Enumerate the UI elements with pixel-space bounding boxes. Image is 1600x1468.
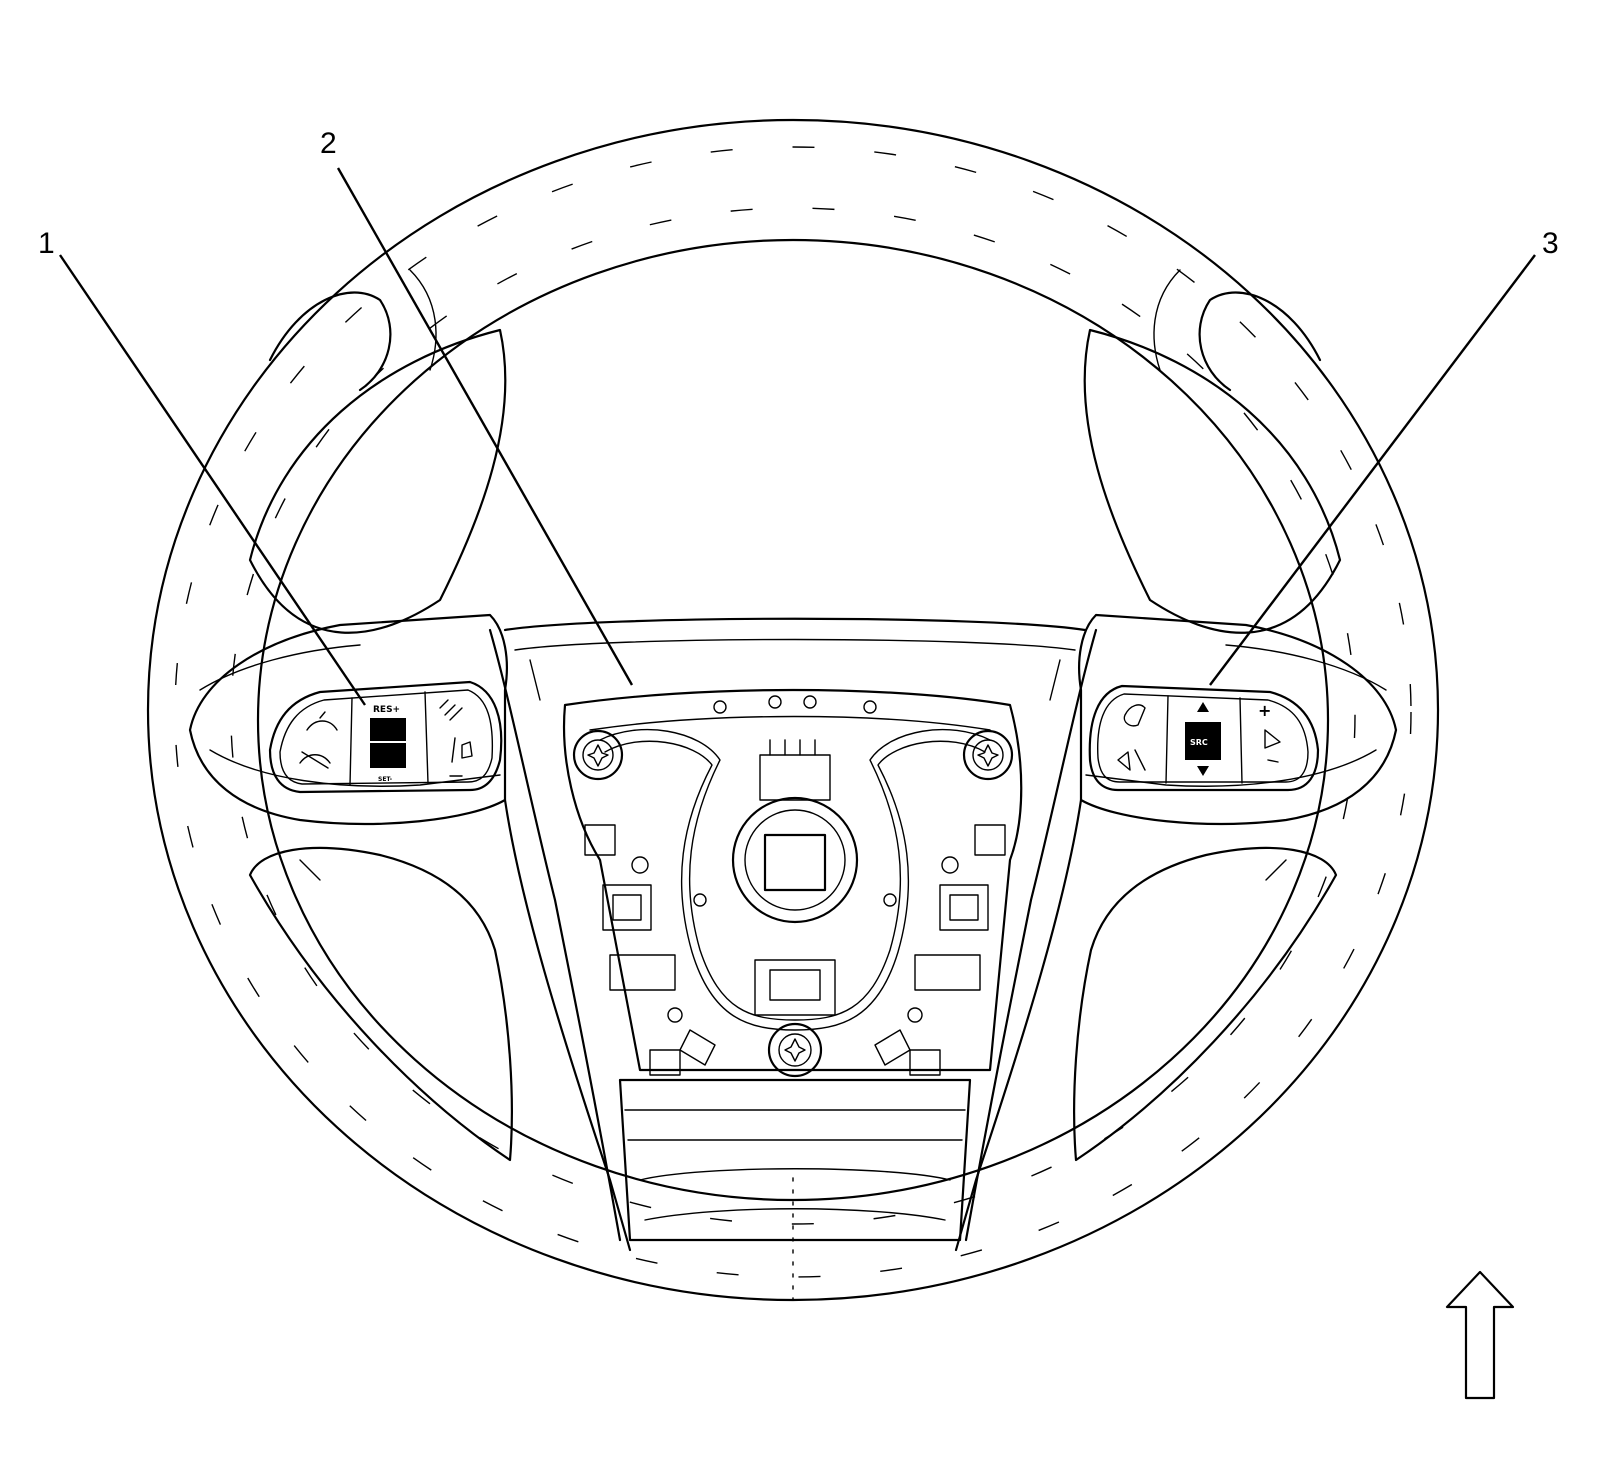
phone-icon (1123, 704, 1146, 727)
top-center-trim (503, 617, 1087, 701)
callout-2: 2 (320, 127, 337, 160)
svg-text:+: + (1258, 701, 1271, 720)
left-steering-wheel-control-switch[interactable]: RES+ SET- (268, 680, 503, 794)
lower-center-housing (618, 1078, 972, 1242)
leader-line-3 (1209, 254, 1536, 686)
left-spoke (188, 613, 632, 1252)
steering-wheel-rim (146, 118, 1440, 1302)
right-steering-wheel-control-switch[interactable]: SRC + (1088, 684, 1320, 792)
source-button-icon (1185, 722, 1221, 760)
callout-1: 1 (38, 227, 55, 260)
callout-3: 3 (1542, 227, 1559, 260)
upper-spoke-openings (248, 328, 1342, 634)
cruise-cancel-icon (299, 751, 331, 769)
right-bolt-icon (962, 729, 1014, 781)
down-arrow-icon (1197, 766, 1209, 776)
bottom-bolt-icon (767, 1022, 823, 1078)
cruise-icon (306, 711, 338, 731)
mute-icon (1117, 749, 1146, 771)
lower-spoke-openings (248, 846, 1338, 1162)
left-bolt-icon (572, 729, 624, 781)
heated-wheel-icon (439, 699, 463, 721)
left-switch-button-text: RES+ (373, 705, 400, 715)
leader-line-1 (59, 254, 366, 706)
right-switch-button-text: SRC (1190, 738, 1208, 747)
volume-icon: + (1258, 701, 1281, 763)
leader-line-2 (336, 167, 634, 686)
hub-mounting-plate (562, 688, 1023, 1078)
left-switch-sub-text: SET- (378, 776, 393, 783)
callout-leaders (59, 167, 1536, 706)
right-spoke (954, 613, 1398, 1252)
arrow-up-icon (1445, 1270, 1515, 1400)
lane-assist-icon (451, 737, 473, 763)
up-arrow-icon (1197, 702, 1209, 712)
